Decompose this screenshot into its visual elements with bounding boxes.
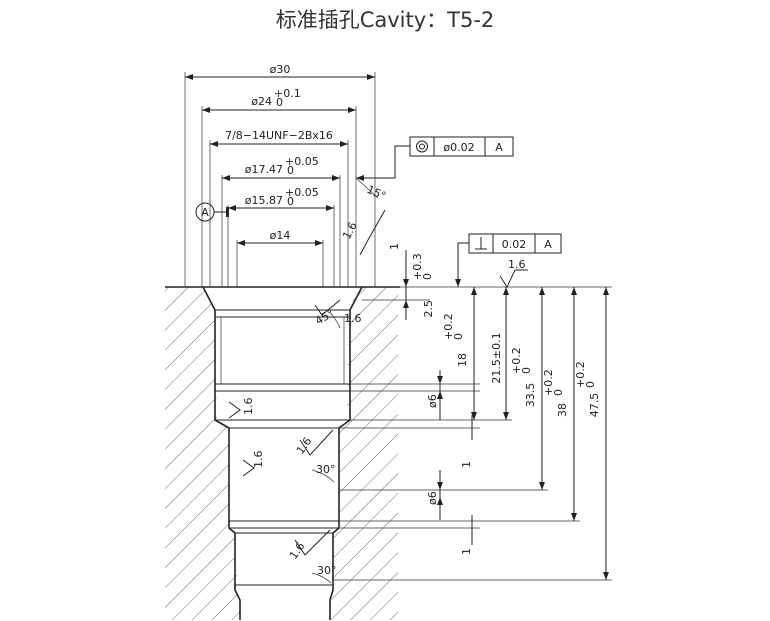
angle-15-label: 15°: [365, 183, 388, 203]
dim-d24-tol-lower: 0: [276, 96, 283, 109]
dim-depth-38-tol-lower: 0: [552, 389, 565, 396]
side-hole-dimensions: ø6 1 ø6 1: [426, 370, 473, 555]
dim-d24-tol-upper: +0.1: [274, 87, 301, 100]
dim-depth-33-5-tol-upper: +0.2: [510, 347, 523, 374]
dim-d1747-label: ø17.47: [245, 163, 283, 176]
concentricity-datum: A: [495, 141, 503, 154]
concentricity-frame: ø0.02 A: [356, 136, 514, 181]
dim-width-1-top: 1: [388, 243, 401, 250]
dim-d1747-tol-lower: 0: [287, 164, 294, 177]
dim-d1587-tol-upper: +0.05: [285, 186, 319, 199]
roughness-small-label: 1.6: [344, 312, 362, 325]
dim-depth-33-5-tol-lower: 0: [520, 367, 533, 374]
datum-a-label: A: [201, 206, 209, 219]
dim-depth-47-5-tol-lower: 0: [584, 381, 597, 388]
dim-depth-2-5-label: 2.5: [422, 300, 435, 318]
dim-d6-a-label: ø6: [426, 394, 439, 408]
concentricity-value: ø0.02: [443, 141, 474, 154]
roughness-chamfer-label: 1.6: [340, 220, 360, 242]
dim-depth-38-label: 38: [556, 403, 569, 417]
dim-depth-33-5-label: 33.5: [524, 383, 537, 408]
dim-depth-2-5-tol-upper: +0.3: [411, 253, 424, 280]
dim-width-1-bottom: 1: [460, 548, 473, 555]
dim-d24-label: ø24: [251, 95, 272, 108]
dim-depth-18-label: 18: [456, 353, 469, 367]
dim-depth-47-5-label: 47.5: [588, 393, 601, 418]
concentricity-icon: [416, 140, 428, 153]
dim-depth-2-5-tol-lower: 0: [421, 273, 434, 280]
dim-d14-label: ø14: [270, 229, 291, 242]
angle-30a-label: 30°: [316, 463, 336, 476]
roughness-bore2-label: 1.6: [252, 451, 265, 469]
dim-thread-label: 7/8−14UNF−2Bx16: [225, 129, 333, 142]
dim-depth-18-tol-lower: 0: [452, 333, 465, 340]
dim-depth-47-5-tol-upper: +0.2: [574, 361, 587, 388]
material-hatch: [165, 287, 398, 620]
dim-width-1-mid: 1: [460, 461, 473, 468]
dim-d1747-tol-upper: +0.05: [285, 155, 319, 168]
dim-d6-b-label: ø6: [426, 491, 439, 505]
roughness-top-label: 1.6: [508, 258, 526, 271]
datum-a-marker: A: [195, 202, 229, 222]
right-extension-lines: [333, 286, 612, 581]
perpendicularity-datum: A: [544, 238, 552, 251]
perpendicularity-value: 0.02: [502, 238, 527, 251]
diameter-dimensions: ø30 ø24 +0.1 0 7/8−14UNF−2Bx16 ø17.47 +0…: [185, 63, 375, 246]
roughness-bore1-label: 1.6: [242, 398, 255, 416]
roughness-step2-label: 1.6: [287, 540, 308, 562]
dim-depth-18-tol-upper: +0.2: [442, 313, 455, 340]
dim-d30-label: ø30: [270, 63, 291, 76]
dim-depth-38-tol-upper: +0.2: [542, 369, 555, 396]
page-title: 标准插孔Cavity：T5-2: [275, 8, 495, 32]
extension-lines: [184, 72, 376, 287]
angle-30b-label: 30°: [317, 564, 337, 577]
dim-depth-21-5-label: 21.5±0.1: [490, 332, 503, 383]
dim-d1587-tol-lower: 0: [287, 195, 294, 208]
dim-d1587-label: ø15.87: [245, 194, 283, 207]
depth-dimensions: 1 2.5 +0.3 0 18 +0.2 0 21.5±0.1 33.5 +0.…: [388, 243, 609, 580]
perpendicularity-frame: 0.02 A: [455, 233, 562, 287]
